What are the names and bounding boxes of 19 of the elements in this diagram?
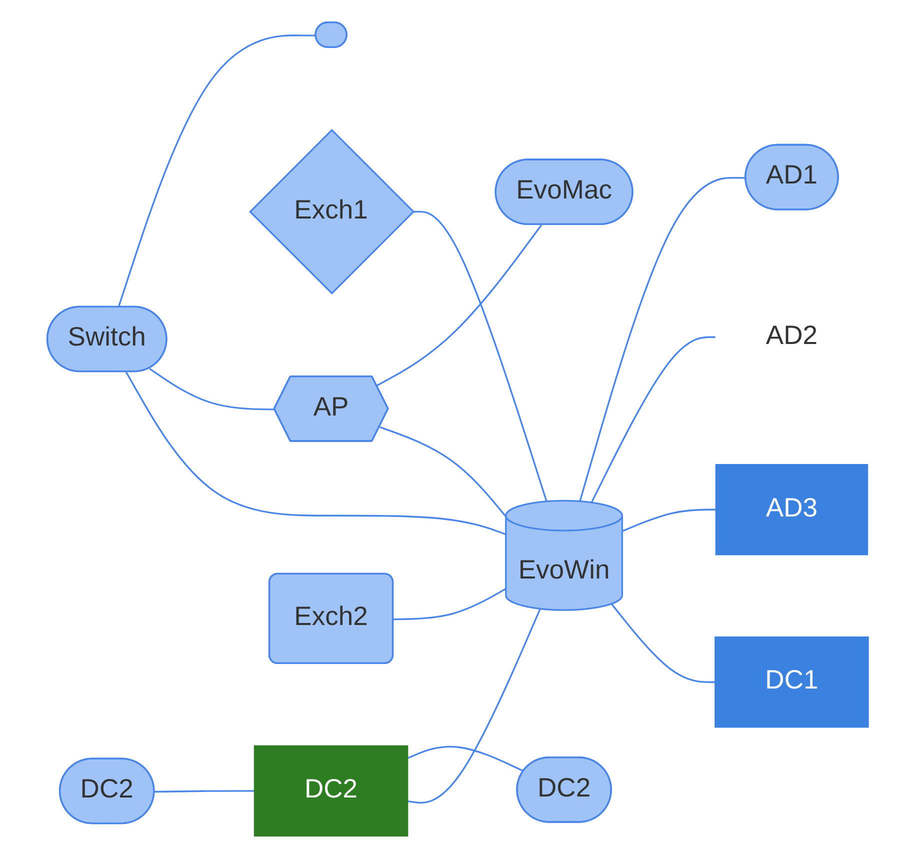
connector bbox=[118, 34, 317, 308]
connector bbox=[580, 176, 747, 502]
connector bbox=[376, 224, 542, 386]
connector bbox=[407, 746, 525, 772]
connector bbox=[591, 336, 716, 503]
node-text: AD2 bbox=[766, 322, 818, 350]
connector bbox=[622, 508, 716, 532]
connector bbox=[611, 603, 716, 683]
node-diamond: Exch1 bbox=[249, 128, 416, 295]
connector bbox=[380, 426, 507, 518]
node-box: AD3 bbox=[716, 464, 868, 556]
connector bbox=[408, 608, 542, 804]
connector bbox=[126, 372, 507, 536]
node-box: DC2 bbox=[254, 745, 409, 837]
connector bbox=[149, 368, 276, 410]
connector bbox=[413, 210, 548, 502]
node-box: DC1 bbox=[714, 636, 870, 728]
connector bbox=[155, 790, 256, 793]
connector bbox=[394, 588, 507, 620]
